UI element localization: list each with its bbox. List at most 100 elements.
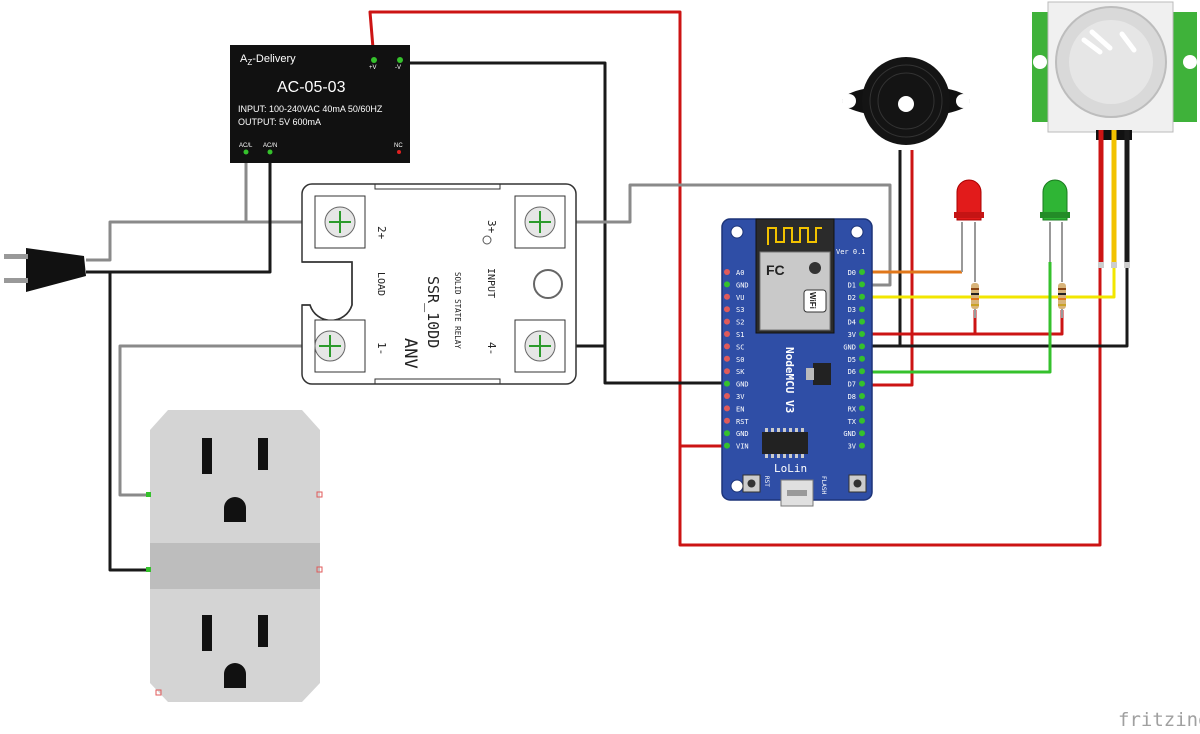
pin-left-3v — [724, 393, 730, 399]
ssr-terminal-3 — [514, 195, 566, 249]
nodemcu-board-name: NodeMCU V3 — [783, 347, 796, 413]
wire-black-gnd2 — [862, 268, 1129, 348]
pin-right-label: D6 — [848, 368, 856, 376]
wire-black-mains-neutral — [86, 150, 272, 274]
pin-left-label: 3V — [736, 393, 745, 401]
pin-left-label: S2 — [736, 319, 744, 327]
ssr-label-input: INPUT — [485, 268, 496, 298]
nodemcu-flash-label: FLASH — [820, 476, 827, 494]
ssr-terminal-4 — [514, 319, 566, 373]
psu-pin-plus-v: +V — [369, 65, 377, 71]
esp8266-module: FC WiFi — [755, 218, 835, 334]
pin-right-gnd — [859, 430, 865, 437]
resistor-red-led — [971, 283, 979, 318]
ssr-label-brand: ANV — [400, 338, 420, 369]
nodemcu-version: Ver 0.1 — [836, 248, 866, 256]
pin-right-label: D7 — [848, 381, 856, 389]
pin-left-gnd — [724, 380, 730, 387]
resistor-green-led — [1058, 283, 1066, 318]
ssr-terminal-2 — [314, 195, 366, 249]
pin-right-tx — [859, 417, 865, 424]
wire-grey-ssr3 — [545, 183, 892, 287]
pin-left-s0 — [724, 355, 730, 362]
power-plug — [4, 248, 86, 292]
psu-output-spec: OUTPUT: 5V 600mA — [238, 117, 321, 127]
pin-left-label: SC — [736, 343, 744, 351]
pin-right-3v — [859, 331, 865, 337]
nodemcu-maker: LoLin — [774, 462, 807, 475]
led-red — [954, 179, 984, 282]
pin-right-label: GND — [843, 343, 856, 351]
wire-black-outlet — [108, 272, 150, 572]
pin-left-vin — [724, 442, 730, 449]
pin-right-d1 — [859, 281, 865, 288]
ssr-label-t2: 2+ — [375, 226, 388, 240]
pin-left-vu — [724, 293, 730, 300]
pin-left-gnd — [724, 430, 730, 437]
pin-left-label: VU — [736, 294, 744, 302]
nodemcu-board: FC WiFi A0GNDVUS3S2S1SCS0SKGND3VENRSTGND… — [721, 218, 873, 507]
pin-left-gnd — [724, 281, 730, 288]
pin-right-d2 — [859, 293, 865, 300]
solid-state-relay: 2+ 3+ LOAD ANV SSR_10DD SOLID STATE RELA… — [301, 183, 577, 385]
wires — [86, 10, 1129, 572]
pin-right-label: TX — [848, 418, 857, 426]
psu-input-spec: INPUT: 100-240VAC 40mA 50/60HZ — [238, 104, 383, 114]
ssr-label-load: LOAD — [375, 272, 386, 296]
pin-right-label: D4 — [848, 319, 856, 327]
wire-green-d6 — [862, 262, 1052, 374]
ssr-label-t3: 3+ — [485, 220, 498, 234]
pin-right-d5 — [859, 355, 865, 362]
wire-red-buzzer — [862, 150, 914, 387]
pin-right-label: D5 — [848, 356, 856, 364]
pin-left-a0 — [724, 269, 730, 275]
pin-right-label: 3V — [848, 443, 857, 451]
pin-left-label: SK — [736, 368, 745, 376]
ssr-label-subtitle: SOLID STATE RELAY — [453, 272, 462, 349]
esp-fc-mark: FC — [766, 262, 785, 278]
pin-left-label: A0 — [736, 269, 744, 277]
pin-right-label: D0 — [848, 269, 856, 277]
pin-left-label: S3 — [736, 306, 744, 314]
pin-right-gnd — [859, 343, 865, 350]
piezo-buzzer — [842, 57, 970, 145]
pin-right-d0 — [859, 269, 865, 275]
pin-left-sc — [724, 343, 730, 350]
pin-right-d4 — [859, 318, 865, 325]
pin-right-rx — [859, 405, 865, 412]
pin-left-label: S0 — [736, 356, 744, 364]
pin-left-s1 — [724, 331, 730, 337]
pin-right-label: D3 — [848, 306, 856, 314]
pin-right-d3 — [859, 306, 865, 313]
pin-right-d8 — [859, 393, 865, 399]
ssr-label-model: SSR_10DD — [424, 276, 442, 348]
wire-grey-outlet — [118, 344, 330, 497]
ssr-terminal-1 — [314, 319, 366, 373]
psu-pin-nc: NC — [394, 143, 403, 149]
power-outlet — [146, 410, 323, 702]
ssr-label-t4: 4- — [485, 342, 498, 355]
pin-right-label: D1 — [848, 281, 856, 289]
ssr-mount-hole — [533, 269, 563, 299]
pin-left-sk — [724, 368, 730, 375]
pin-right-label: 3V — [848, 331, 857, 339]
psu-pin-acl: AC/L — [239, 143, 253, 149]
pir-motion-sensor — [1032, 1, 1197, 268]
pin-right-label: GND — [843, 430, 856, 438]
pin-right-d6 — [859, 368, 865, 375]
power-supply-module: AZ-Delivery AC-05-03 INPUT: 100-240VAC 4… — [230, 45, 410, 163]
psu-pin-acn: AC/N — [263, 143, 277, 149]
nodemcu-rst-label: RST — [763, 476, 770, 487]
psu-brand: AZ-Delivery — [240, 53, 296, 67]
pin-right-label: D8 — [848, 393, 856, 401]
psu-pin-minus-v: -V — [395, 65, 401, 71]
pin-left-label: GND — [736, 281, 749, 289]
pin-left-s3 — [724, 306, 730, 313]
pin-left-s2 — [724, 318, 730, 325]
fritzing-watermark: fritzing — [1118, 709, 1200, 731]
pin-left-label: VIN — [736, 443, 749, 451]
pin-right-d7 — [859, 380, 865, 387]
